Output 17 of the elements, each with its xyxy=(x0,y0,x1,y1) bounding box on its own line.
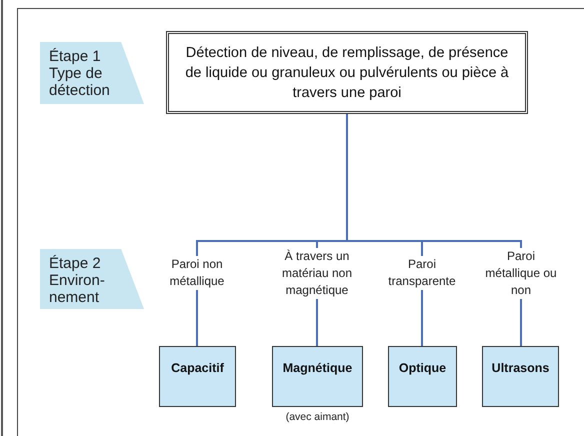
technology-box: Capacitif xyxy=(159,346,236,407)
technology-box: Optique xyxy=(388,346,457,407)
environment-label: Paroi transparente xyxy=(377,256,467,290)
detection-box: Détection de niveau, de remplissage, de présence de liquide ou granuleux ou pulvérulents ou pièce à travers une paroi xyxy=(166,31,528,114)
connector-line xyxy=(520,299,522,346)
technology-box: Magnétique xyxy=(272,346,363,407)
step-band: Étape 1 Type de détection xyxy=(40,42,144,104)
connector-line xyxy=(316,299,318,346)
environment-label: À travers un matériau non magnétique xyxy=(267,248,367,299)
connector-line xyxy=(346,114,522,248)
environment-label: Paroi non métallique xyxy=(152,256,242,290)
environment-label: Paroi métallique ou non xyxy=(481,248,561,299)
connector-line xyxy=(196,290,198,346)
note-text: (avec aimant) xyxy=(286,411,350,423)
connector-line xyxy=(421,290,423,346)
step-band: Étape 2 Environ- nement xyxy=(40,249,144,309)
technology-box: Ultrasons xyxy=(482,346,559,407)
